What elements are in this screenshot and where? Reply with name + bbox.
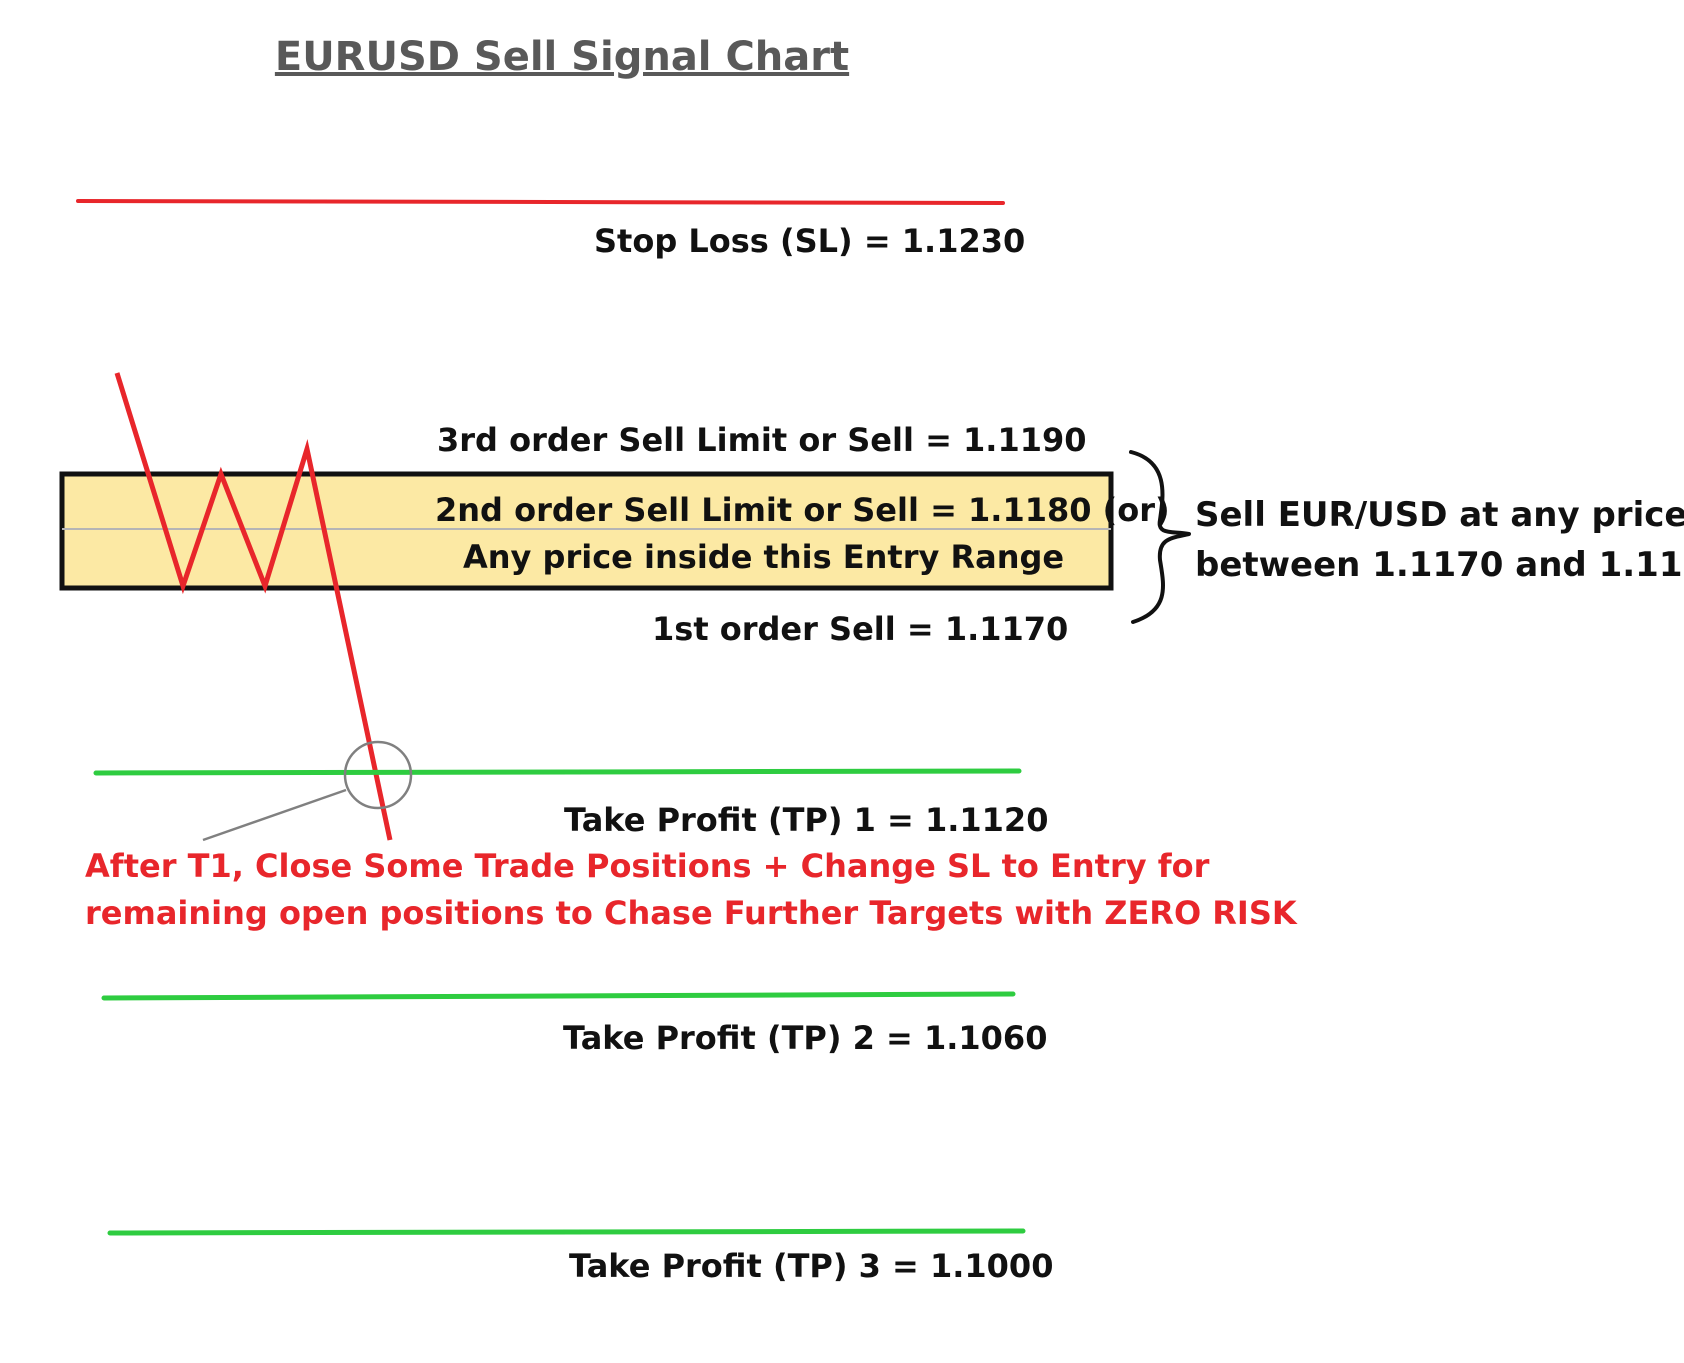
first-order-label: 1st order Sell = 1.1170 bbox=[652, 610, 1068, 648]
tp2-label: Take Profit (TP) 2 = 1.1060 bbox=[563, 1019, 1047, 1057]
second-order-label: 2nd order Sell Limit or Sell = 1.1180 (o… bbox=[435, 491, 1170, 529]
tp1-line bbox=[93, 768, 1022, 776]
tp1-note-line2: remaining open positions to Chase Furthe… bbox=[85, 894, 1298, 932]
stop-loss-line bbox=[76, 199, 1005, 205]
entry-range-box bbox=[59, 471, 1114, 591]
tp2-line bbox=[101, 991, 1016, 1001]
tp1-label: Take Profit (TP) 1 = 1.1120 bbox=[564, 801, 1048, 839]
tp1-note-line1: After T1, Close Some Trade Positions + C… bbox=[85, 847, 1210, 885]
tp3-line bbox=[107, 1228, 1026, 1236]
chart-title: EURUSD Sell Signal Chart bbox=[275, 34, 849, 80]
brace-note-line2: between 1.1170 and 1.1190 bbox=[1195, 545, 1684, 585]
tp1-hit-circle bbox=[343, 740, 413, 810]
price-path bbox=[114, 372, 393, 841]
curly-brace bbox=[1129, 450, 1191, 624]
brace-note-line1: Sell EUR/USD at any price bbox=[1195, 495, 1684, 535]
entry-range-label: Any price inside this Entry Range bbox=[463, 538, 1064, 576]
callout-leader-line bbox=[202, 788, 347, 842]
third-order-label: 3rd order Sell Limit or Sell = 1.1190 bbox=[437, 421, 1087, 459]
tp3-label: Take Profit (TP) 3 = 1.1000 bbox=[569, 1247, 1053, 1285]
stop-loss-label: Stop Loss (SL) = 1.1230 bbox=[594, 222, 1025, 260]
